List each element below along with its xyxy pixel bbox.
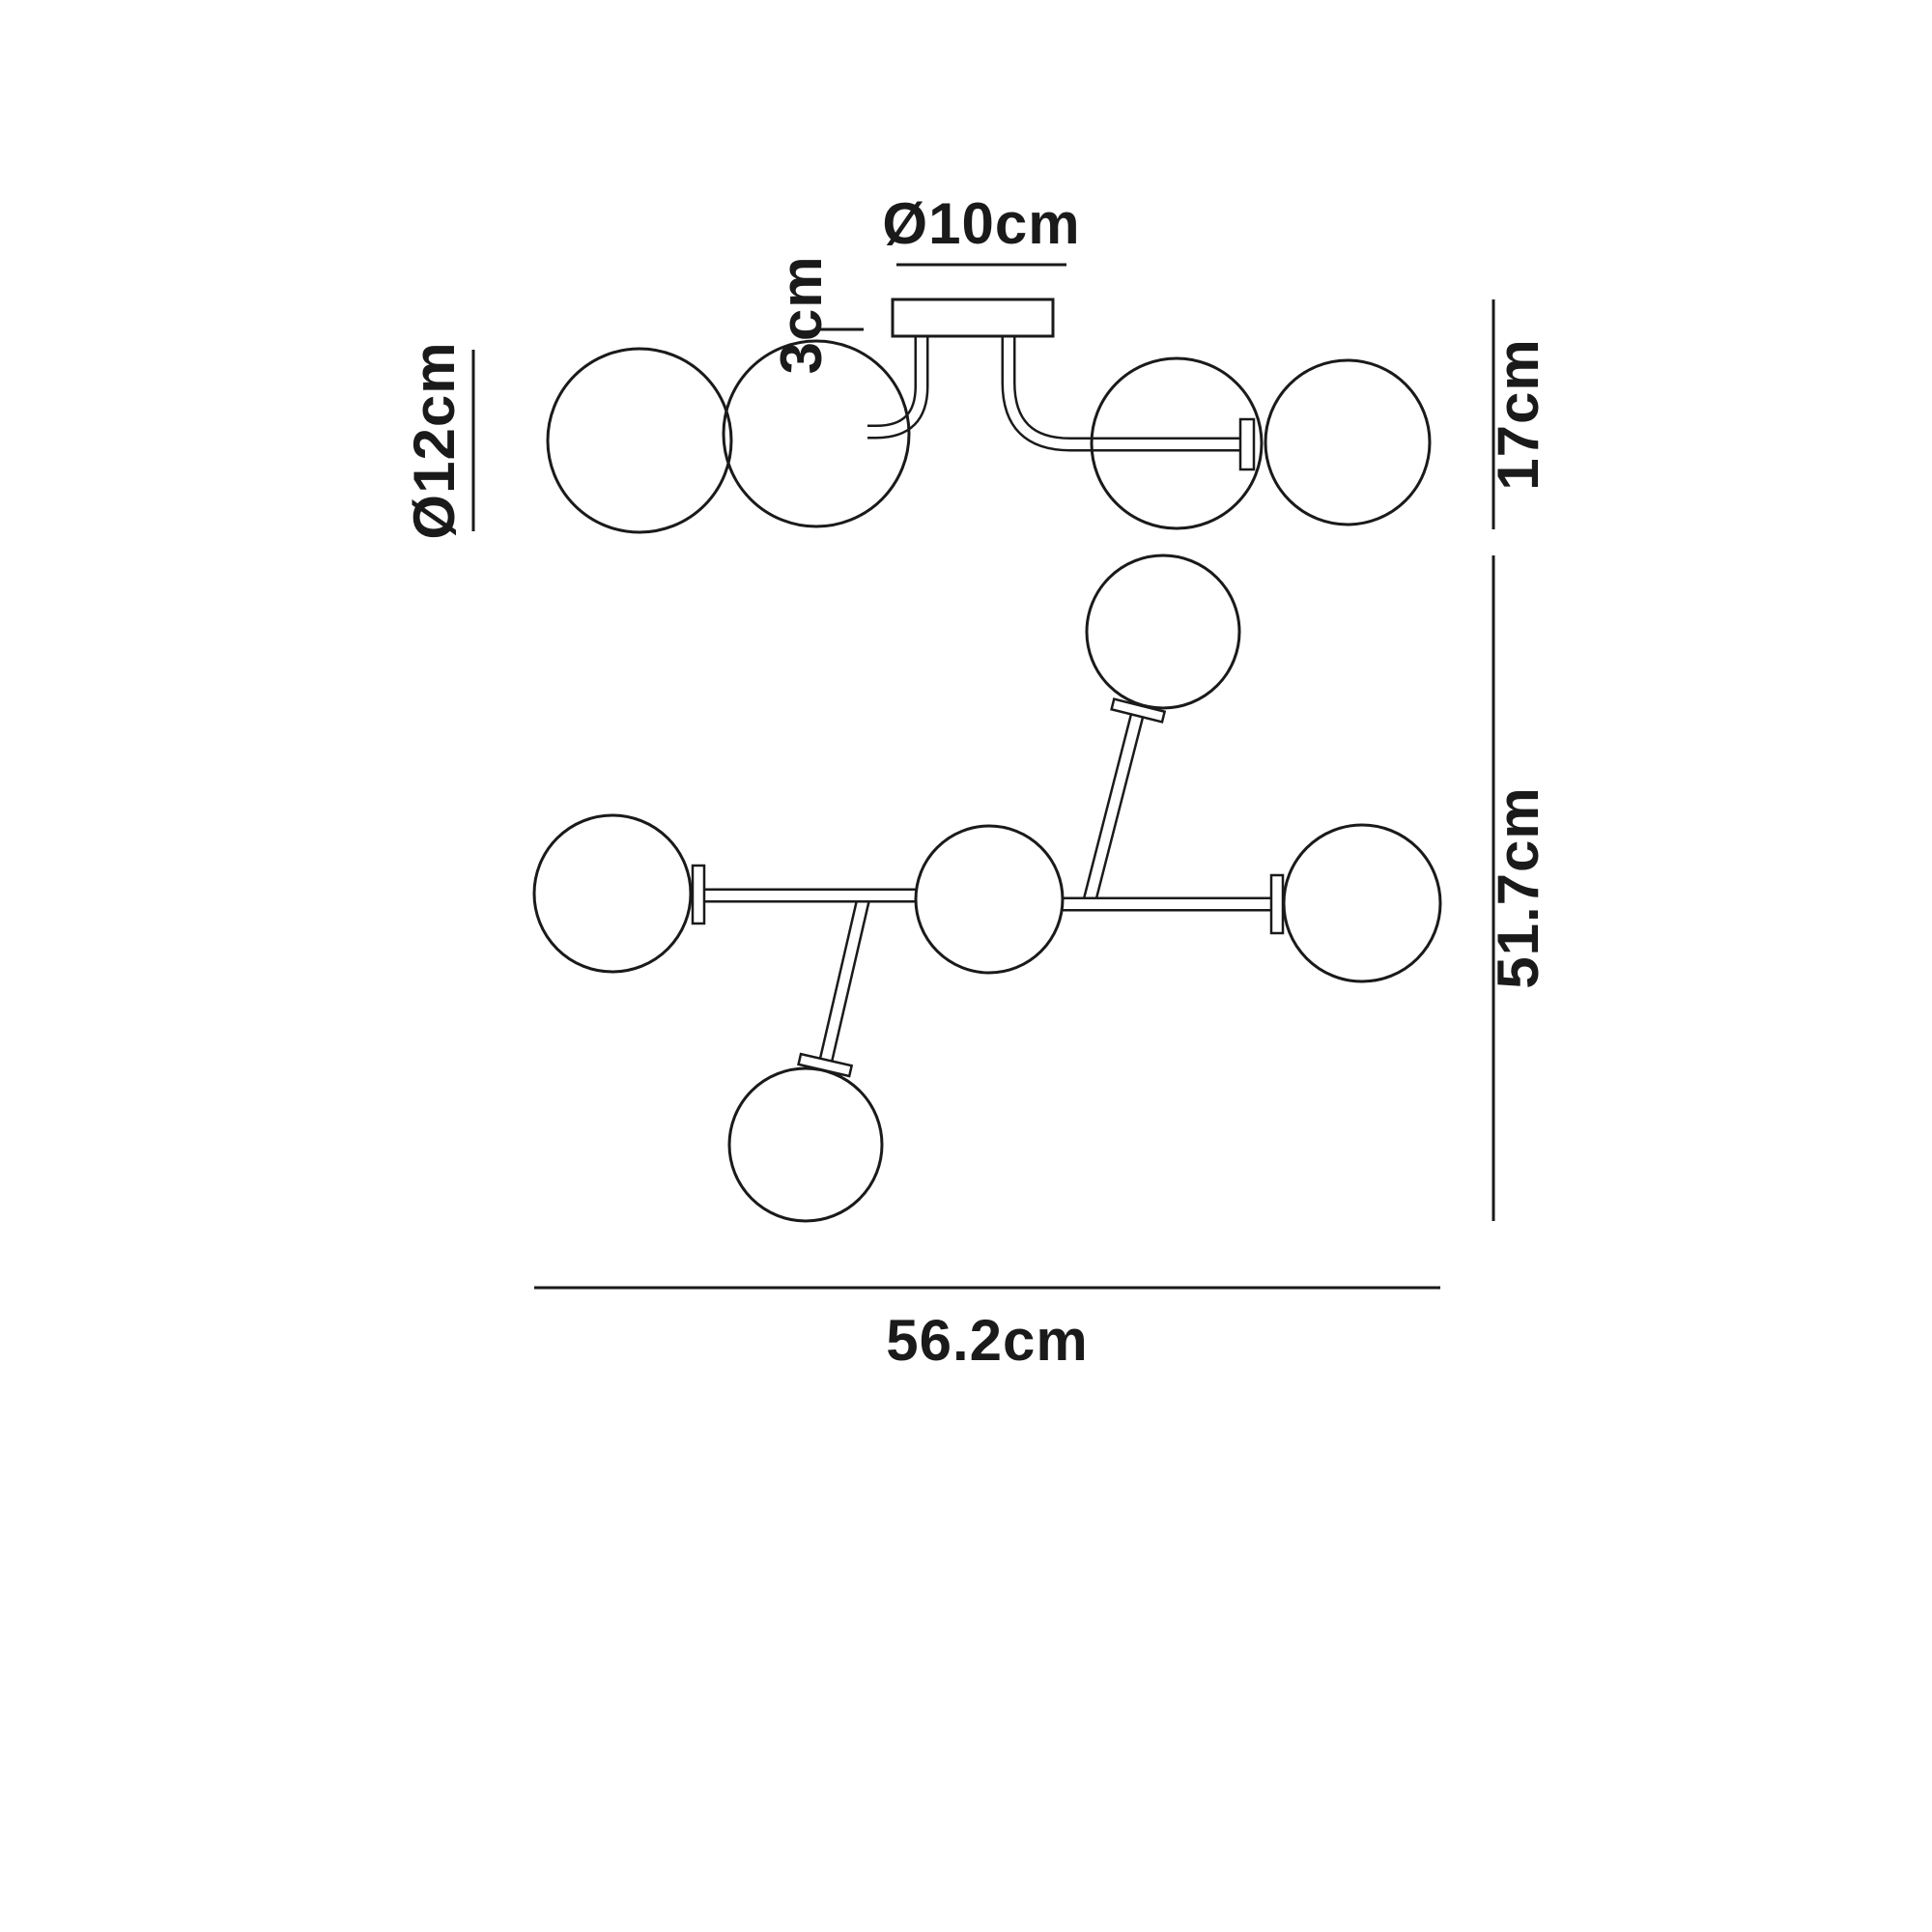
left-arm-tube bbox=[867, 334, 929, 440]
label-canopy-diameter: Ø10cm bbox=[882, 191, 1080, 256]
label-canopy-height: 3cm bbox=[769, 255, 834, 374]
label-fixture-width: 56.2cm bbox=[886, 1308, 1089, 1373]
globe-outline bbox=[1282, 823, 1442, 983]
globe-outline bbox=[1085, 554, 1241, 710]
bottom-diagonal-tube bbox=[817, 892, 872, 1066]
label-fixture-height: 17cm bbox=[1486, 338, 1550, 490]
left-arm-inner bbox=[867, 334, 926, 437]
globe-outline bbox=[727, 1066, 884, 1223]
globe-outline bbox=[546, 347, 733, 534]
side-view bbox=[546, 298, 1432, 534]
top-diagonal-tube bbox=[1081, 710, 1146, 906]
globe-holder-plate bbox=[1269, 873, 1285, 935]
label-globe-diameter: Ø12cm bbox=[402, 341, 467, 539]
right-arm-tube bbox=[1001, 334, 1240, 452]
globe-holder-plate bbox=[1238, 417, 1256, 471]
globe-outline bbox=[532, 813, 693, 974]
right-arm-inner bbox=[1004, 334, 1240, 449]
globe-outline bbox=[722, 339, 911, 528]
right-arm-outline bbox=[1001, 334, 1240, 452]
dimension-annotations: Ø10cm 3cm Ø12cm 17cm 51.7cm 56.2cm bbox=[402, 191, 1550, 1373]
bottom-diagonal-inner bbox=[820, 892, 869, 1066]
globe-holder-plate bbox=[691, 864, 706, 925]
top-diagonal-inner bbox=[1084, 710, 1143, 906]
label-fixture-length: 51.7cm bbox=[1486, 786, 1550, 989]
globe-outline bbox=[1264, 358, 1432, 526]
globe-outline bbox=[1090, 356, 1264, 530]
ceiling-canopy bbox=[891, 298, 1055, 338]
globe-outline bbox=[914, 824, 1065, 975]
plan-view bbox=[532, 554, 1442, 1223]
